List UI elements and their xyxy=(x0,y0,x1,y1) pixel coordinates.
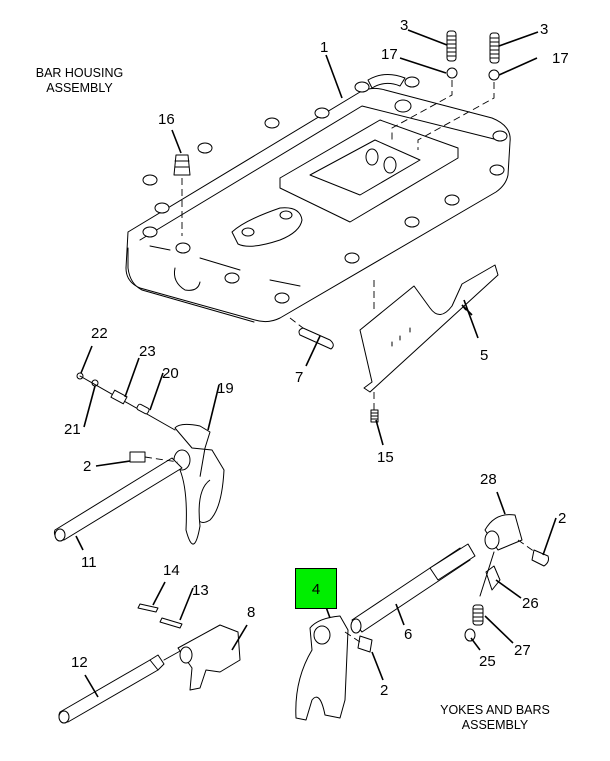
callout-7[interactable]: 7 xyxy=(295,369,304,386)
callout-3[interactable]: 3 xyxy=(540,21,549,38)
callout-17[interactable]: 17 xyxy=(552,50,569,67)
callout-8[interactable]: 8 xyxy=(247,604,256,621)
callout-12[interactable]: 12 xyxy=(71,654,88,671)
callout-20[interactable]: 20 xyxy=(162,365,179,382)
callout-2[interactable]: 2 xyxy=(83,458,92,475)
callout-3[interactable]: 3 xyxy=(400,17,409,34)
title-line: ASSEMBLY xyxy=(461,718,529,732)
callout-25[interactable]: 25 xyxy=(479,653,496,670)
callout-1[interactable]: 1 xyxy=(320,39,329,56)
springs-and-balls xyxy=(173,30,500,236)
leader-lines xyxy=(75,29,557,698)
callout-5[interactable]: 5 xyxy=(480,347,489,364)
cover-plate-part-5 xyxy=(289,264,499,423)
title-line: ASSEMBLY xyxy=(46,81,113,95)
callout-17[interactable]: 17 xyxy=(381,46,398,63)
callout-28[interactable]: 28 xyxy=(480,471,497,488)
callout-2[interactable]: 2 xyxy=(558,510,567,527)
callout-11[interactable]: 11 xyxy=(81,554,97,571)
highlighted-callout-4[interactable]: 4 xyxy=(295,568,337,609)
callout-27[interactable]: 27 xyxy=(514,642,531,659)
bar-housing-assembly-title: BAR HOUSING ASSEMBLY xyxy=(32,66,127,96)
yokes-and-bars-assembly-title: YOKES AND BARS ASSEMBLY xyxy=(435,703,555,733)
callout-19[interactable]: 19 xyxy=(217,380,234,397)
title-line: YOKES AND BARS xyxy=(440,703,550,717)
yoke-assembly-part-19 xyxy=(53,372,225,545)
callout-6[interactable]: 6 xyxy=(404,626,413,643)
yoke-assembly-part-4 xyxy=(295,514,549,721)
callout-21[interactable]: 21 xyxy=(64,421,81,438)
callout-2[interactable]: 2 xyxy=(380,682,389,699)
callout-22[interactable]: 22 xyxy=(91,325,108,342)
callout-26[interactable]: 26 xyxy=(522,595,539,612)
title-line: BAR HOUSING xyxy=(35,66,124,80)
bar-housing-part-1 xyxy=(125,74,511,323)
callout-14[interactable]: 14 xyxy=(163,562,180,579)
callout-23[interactable]: 23 xyxy=(139,343,156,360)
callout-16[interactable]: 16 xyxy=(158,111,175,128)
callout-15[interactable]: 15 xyxy=(377,449,394,466)
callout-13[interactable]: 13 xyxy=(192,582,209,599)
shift-bar-part-12 xyxy=(58,603,241,724)
callout-label: 4 xyxy=(311,581,321,598)
